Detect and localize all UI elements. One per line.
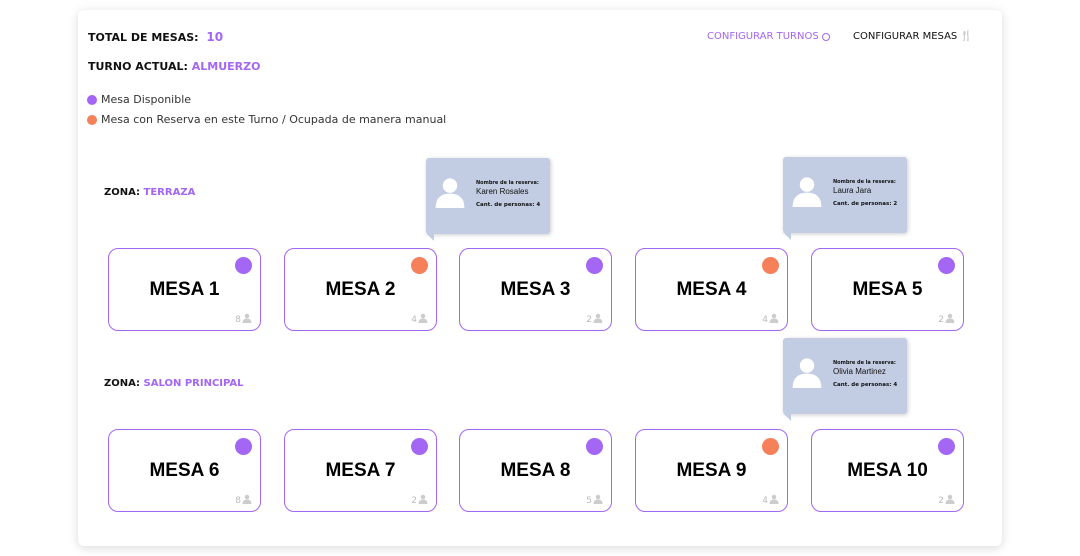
capacity-value: 2: [938, 495, 944, 506]
zone-label: ZONA:: [104, 378, 141, 389]
table-capacity: 2: [586, 313, 603, 326]
reservation-people: Cant. de personas: 4: [476, 202, 541, 208]
table-card[interactable]: MESA 6 8: [108, 429, 261, 512]
reservation-name: Laura Jara: [833, 186, 872, 195]
configure-tables-link[interactable]: CONFIGURAR MESAS🍴: [853, 31, 973, 42]
status-dot-icon: [235, 438, 252, 455]
reservation-label: Nombre de la reserva:: [833, 179, 896, 185]
table-name: MESA 4: [676, 279, 747, 300]
person-icon: [242, 313, 252, 326]
person-icon: [418, 494, 428, 507]
purple-dot-icon: [87, 94, 97, 105]
status-dot-icon: [586, 257, 603, 274]
capacity-value: 2: [411, 495, 417, 506]
person-icon: [945, 313, 955, 326]
capacity-value: 8: [235, 495, 241, 506]
reservation-tooltip: Nombre de la reserva: Laura Jara Cant. d…: [783, 157, 907, 240]
zone-name: SALON PRINCIPAL: [143, 378, 244, 389]
table-name: MESA 1: [149, 279, 220, 300]
table-card[interactable]: MESA 10 2: [811, 429, 964, 512]
legend-reserved-label: Mesa con Reserva en este Turno / Ocupada…: [101, 113, 447, 126]
reservation-name: Karen Rosales: [476, 187, 529, 196]
configure-shifts-link[interactable]: CONFIGURAR TURNOS: [707, 31, 830, 42]
status-dot-icon: [411, 257, 428, 274]
reservation-label: Nombre de la reserva:: [833, 360, 896, 366]
capacity-value: 4: [762, 314, 768, 325]
zone-terraza: ZONA: TERRAZA: [104, 187, 195, 198]
zone-label: ZONA:: [104, 187, 141, 198]
status-dot-icon: [411, 438, 428, 455]
reservation-tooltip: Nombre de la reserva: Karen Rosales Cant…: [426, 158, 550, 241]
current-shift: TURNO ACTUAL: ALMUERZO: [88, 60, 260, 73]
status-dot-icon: [938, 438, 955, 455]
capacity-value: 5: [586, 495, 592, 506]
configure-shifts-label: CONFIGURAR TURNOS: [707, 31, 819, 42]
user-avatar-icon: [791, 356, 823, 392]
table-name: MESA 8: [500, 460, 571, 481]
table-name: MESA 2: [325, 279, 396, 300]
capacity-value: 4: [762, 495, 768, 506]
table-card[interactable]: MESA 7 2: [284, 429, 437, 512]
table-card[interactable]: MESA 4 4: [635, 248, 788, 331]
table-name: MESA 7: [325, 460, 396, 481]
shift-value: ALMUERZO: [191, 60, 261, 73]
total-label: TOTAL DE MESAS:: [88, 31, 199, 44]
table-card[interactable]: MESA 8 5: [459, 429, 612, 512]
person-icon: [593, 313, 603, 326]
capacity-value: 2: [938, 314, 944, 325]
table-capacity: 4: [411, 313, 428, 326]
table-capacity: 4: [762, 494, 779, 507]
status-dot-icon: [586, 438, 603, 455]
person-icon: [418, 313, 428, 326]
status-dot-icon: [938, 257, 955, 274]
reservation-people: Cant. de personas: 4: [833, 382, 898, 388]
table-card[interactable]: MESA 3 2: [459, 248, 612, 331]
person-icon: [945, 494, 955, 507]
capacity-value: 2: [586, 314, 592, 325]
table-name: MESA 10: [847, 460, 928, 481]
person-icon: [593, 494, 603, 507]
user-avatar-icon: [434, 176, 466, 212]
orange-dot-icon: [87, 114, 97, 125]
table-card[interactable]: MESA 5 2: [811, 248, 964, 331]
status-dot-icon: [762, 257, 779, 274]
capacity-value: 4: [411, 314, 417, 325]
table-capacity: 5: [586, 494, 603, 507]
capacity-value: 8: [235, 314, 241, 325]
person-icon: [769, 494, 779, 507]
table-name: MESA 6: [149, 460, 220, 481]
reservation-name: Olivia Martinez: [833, 367, 886, 376]
legend-available: Mesa Disponible: [87, 93, 191, 106]
table-capacity: 2: [411, 494, 428, 507]
table-name: MESA 5: [852, 279, 923, 300]
clock-icon: [821, 32, 830, 41]
table-capacity: 2: [938, 313, 955, 326]
status-dot-icon: [762, 438, 779, 455]
table-capacity: 2: [938, 494, 955, 507]
user-avatar-icon: [791, 175, 823, 211]
zone-salon-principal: ZONA: SALON PRINCIPAL: [104, 378, 244, 389]
person-icon: [769, 313, 779, 326]
table-card[interactable]: MESA 9 4: [635, 429, 788, 512]
shift-label: TURNO ACTUAL:: [88, 60, 188, 73]
table-capacity: 4: [762, 313, 779, 326]
person-icon: [242, 494, 252, 507]
total-value: 10: [206, 30, 224, 44]
table-capacity: 8: [235, 313, 252, 326]
table-name: MESA 3: [500, 279, 571, 300]
total-tables: TOTAL DE MESAS: 10: [88, 30, 223, 44]
status-dot-icon: [235, 257, 252, 274]
table-card[interactable]: MESA 2 4: [284, 248, 437, 331]
configure-tables-label: CONFIGURAR MESAS: [853, 31, 958, 42]
legend-available-label: Mesa Disponible: [101, 93, 192, 106]
zone-name: TERRAZA: [143, 187, 196, 198]
legend-reserved: Mesa con Reserva en este Turno / Ocupada…: [87, 113, 446, 126]
reservation-label: Nombre de la reserva:: [476, 180, 539, 186]
table-name: MESA 9: [676, 460, 747, 481]
reservation-tooltip: Nombre de la reserva: Olivia Martinez Ca…: [783, 338, 907, 421]
table-card[interactable]: MESA 1 8: [108, 248, 261, 331]
reservation-people: Cant. de personas: 2: [833, 201, 898, 207]
table-capacity: 8: [235, 494, 252, 507]
cutlery-icon: 🍴: [960, 31, 973, 42]
